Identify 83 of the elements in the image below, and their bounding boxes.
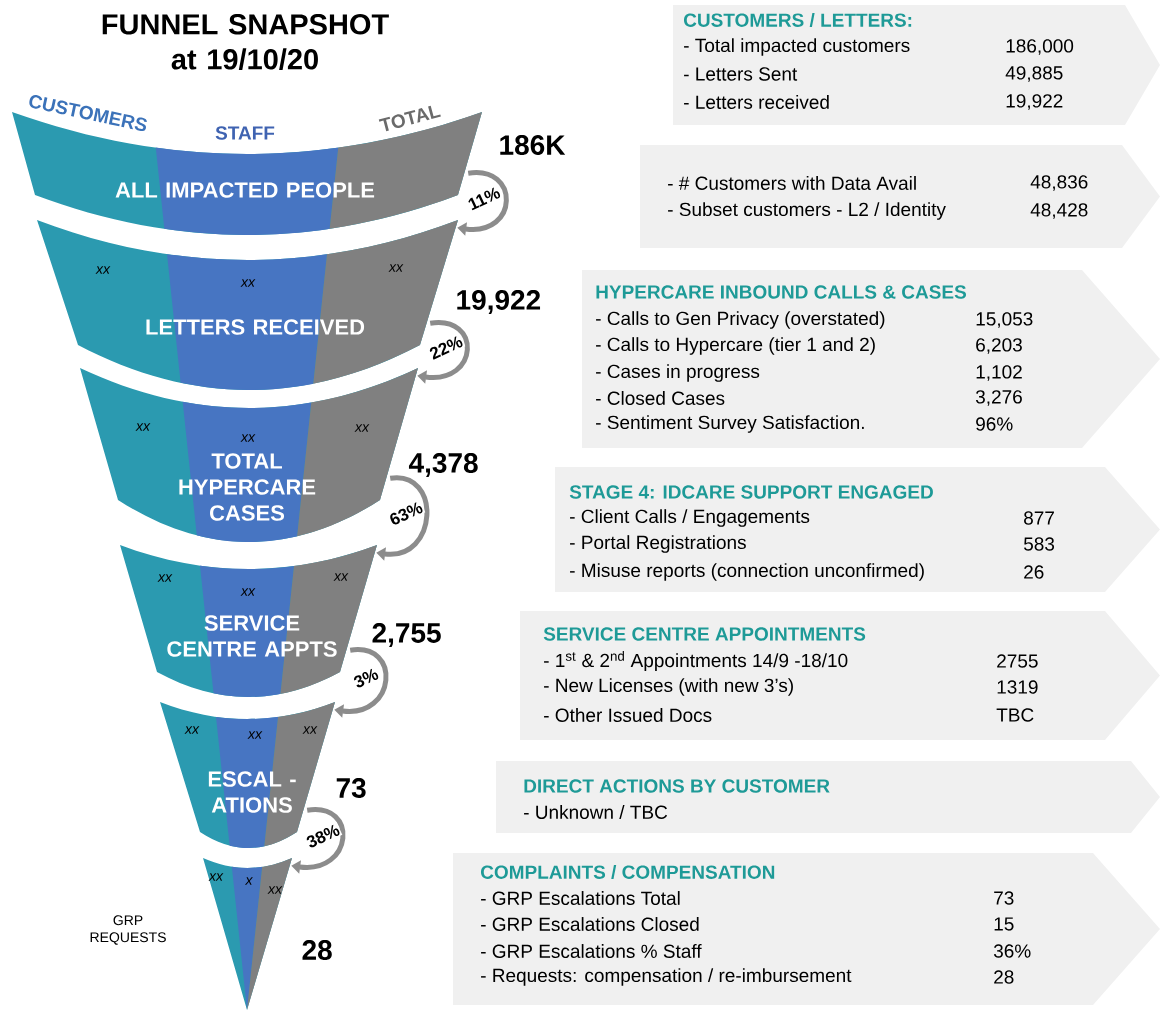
row-label: - Calls to Gen Privacy (overstated) [596,311,885,329]
row-value: 48,836 [1030,175,1088,191]
row-value: 19,922 [1006,94,1063,110]
edge-label: 22% [426,333,466,362]
row-label: - Closed Cases [596,391,725,405]
row-value: 96% [976,417,1013,431]
side-caption: GRP REQUESTS [90,915,166,945]
funnel-segment [203,858,292,1010]
placeholder-mark: xx [184,726,200,734]
column-header: TOTAL [378,105,441,132]
placeholder-mark: xx [240,588,256,596]
row-label: - New Licenses (with new 3’s) [544,678,793,696]
row-value: 36% [993,944,1031,958]
placeholder-mark: xx [135,423,151,431]
row-value: 48,428 [1030,203,1088,219]
count-value: 4,378 [408,453,478,477]
row-value: 15,053 [976,312,1033,328]
row-value: 26 [1024,565,1044,579]
placeholder-mark: xx [388,264,404,272]
count-value: 28 [302,940,332,960]
row-value: 583 [1023,537,1055,551]
count-value: 186K [500,135,566,155]
row-label: - Letters Sent [684,67,798,81]
placeholder-mark: xx [95,266,111,274]
edge-label: 38% [303,822,343,850]
row-label: - Requests: compensation / re-imbursement [481,968,852,986]
row-label: - Letters received [684,95,829,109]
placeholder-mark: xx [267,886,283,894]
row-label: - Misuse reports (connection unconfirmed) [570,563,924,581]
row-value: 15 [994,917,1014,931]
count-value: 73 [336,778,366,798]
row-value: 3,276 [975,390,1022,406]
row-value: 28 [994,970,1014,984]
row-value: TBC [996,708,1034,722]
panel-heading: HYPERCARE INBOUND CALLS & CASES [596,285,966,299]
count-value: 19,922 [457,290,541,314]
placeholder-mark: xx [333,573,349,581]
row-value: 73 [994,891,1014,905]
row-label: - Cases in progress [596,364,760,382]
placeholder-mark: xx [302,726,318,734]
row-value: 877 [1024,511,1054,525]
placeholder-mark: xx [208,873,224,881]
row-value: 1319 [997,680,1038,694]
row-value: 49,885 [1005,66,1063,82]
segment-label: LETTERS RECEIVED [146,319,365,335]
edge-label: 3% [351,666,381,690]
count-value: 2,755 [372,623,441,647]
segment-label: TOTAL HYPERCARE CASES [179,453,316,521]
segment-label: SERVICE CENTRE APPTS [167,615,337,657]
row-label: - Unknown / TBC [524,805,668,819]
panel-heading: DIRECT ACTIONS BY CUSTOMER [524,779,830,793]
segment-label: ALL IMPACTED PEOPLE [115,182,375,198]
row-label: - Client Calls / Engagements [570,509,810,527]
row-label: - Total impacted customers [684,38,910,56]
row-label: - Portal Registrations [570,535,746,553]
panel-heading: STAGE 4: IDCARE SUPPORT ENGAGED [569,485,933,499]
edge-label: 63% [386,499,426,528]
row-value: 1,102 [976,365,1022,381]
row-label: - GRP Escalations Closed [481,917,699,931]
row-label: - Subset customers - L2 / Identity [668,202,946,220]
row-label: - GRP Escalations % Staff [481,944,702,958]
row-label: - Other Issued Docs [544,708,712,722]
row-value: 6,203 [976,338,1022,354]
placeholder-mark: xx [157,574,173,582]
panel-heading: SERVICE CENTRE APPOINTMENTS [543,627,866,641]
row-label: - GRP Escalations Total [481,891,680,905]
row-label: - 1$^{st}$ & 2$^{nd}$ Appointments 14/9 -18/10 [544,651,848,671]
column-header: STAFF [215,126,275,140]
placeholder-mark: xx [354,424,370,432]
title: FUNNEL SNAPSHOT at 19/10/20 [102,14,389,70]
row-label: - Calls to Hypercare (tier 1 and 2) [596,337,875,355]
row-label: - Sentiment Survey Satisfaction. [596,415,864,433]
panel-heading: COMPLAINTS / COMPENSATION [481,864,775,880]
row-value: 2755 [997,654,1038,668]
segment-label: ESCAL - ATIONS [208,771,296,813]
placeholder-mark: xx [247,731,263,739]
edge-label: 11% [465,184,503,213]
row-value: 186,000 [1006,39,1074,55]
placeholder-mark: x [244,877,253,885]
placeholder-mark: xx [240,434,256,442]
panel-heading: CUSTOMERS / LETTERS: [684,12,912,28]
placeholder-mark: xx [240,279,256,287]
row-label: - # Customers with Data Avail [668,176,916,190]
